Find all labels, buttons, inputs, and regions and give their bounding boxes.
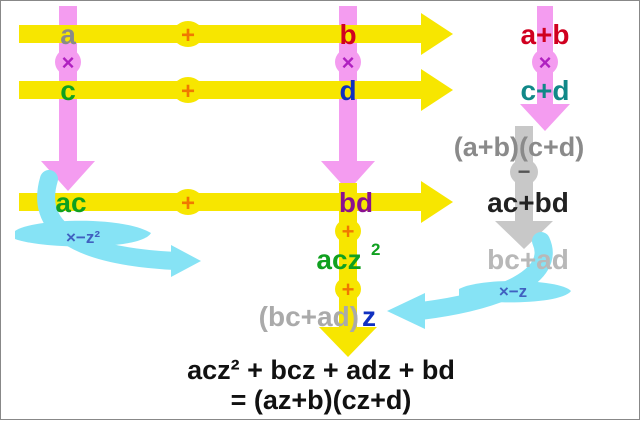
- op-plus-row2: +: [173, 77, 203, 105]
- yellow-shaft-row2: [19, 81, 427, 99]
- times-sign: ×: [342, 50, 355, 75]
- times-sign: ×: [62, 50, 75, 75]
- minus-sign: −: [518, 159, 531, 184]
- pink-head-left: [41, 161, 95, 191]
- cyan-arrow-right: [387, 232, 571, 329]
- cyan-bubble-right: [459, 280, 571, 303]
- label-a-plus-b: a+b: [520, 19, 569, 50]
- label-ac: ac: [55, 187, 86, 218]
- cyan-head-right: [387, 293, 425, 329]
- pink-head-middle: [321, 161, 375, 191]
- label-bcadz-z: z: [362, 301, 376, 332]
- label-c-plus-d: c+d: [520, 75, 569, 106]
- op-times-left: ×: [55, 49, 81, 75]
- label-b: b: [339, 19, 356, 50]
- plus-sign: +: [181, 190, 195, 217]
- result-line-2: = (az+b)(cz+d): [230, 385, 412, 415]
- op-plus-vertical-2: +: [335, 277, 361, 302]
- yellow-arrow-row1: [19, 13, 453, 55]
- cyan-arrow-left: [15, 170, 201, 277]
- yellow-head-row1: [421, 13, 453, 55]
- plus-sign: +: [342, 219, 355, 244]
- op-plus-row3: +: [173, 189, 203, 217]
- op-plus-row1: +: [173, 21, 203, 49]
- op-plus-vertical-1: +: [335, 219, 361, 244]
- op-times-middle: ×: [335, 49, 361, 75]
- label-d: d: [339, 75, 356, 106]
- yellow-head-vertical: [319, 327, 377, 357]
- label-bc-plus-ad: bc+ad: [487, 244, 569, 275]
- label-a: a: [60, 19, 76, 50]
- plus-sign: +: [342, 277, 355, 302]
- op-minus-grey: −: [510, 159, 538, 185]
- times-neg-z2-label: ×−z²: [66, 228, 100, 247]
- label-ac-plus-bd: ac+bd: [487, 187, 569, 218]
- yellow-shaft-row1: [19, 25, 427, 43]
- label-acz2-exponent: 2: [371, 240, 380, 259]
- label-acz2: acz 2: [316, 240, 380, 275]
- yellow-head-row3: [421, 181, 453, 223]
- op-times-right: ×: [532, 49, 558, 75]
- plus-sign: +: [181, 22, 195, 49]
- plus-sign: +: [181, 78, 195, 105]
- label-bcadz: (bc+ad) z: [259, 301, 376, 332]
- yellow-arrow-row2: [19, 69, 453, 111]
- yellow-shaft-row3: [19, 193, 427, 211]
- label-product: (a+b)(c+d): [454, 132, 585, 162]
- times-neg-z-label: ×−z: [499, 282, 527, 301]
- label-c: c: [60, 75, 76, 106]
- result-line-1: acz² + bcz + adz + bd: [187, 355, 455, 385]
- cyan-bubble-left: [15, 220, 151, 247]
- times-sign: ×: [539, 50, 552, 75]
- cyan-head-left: [171, 245, 201, 277]
- label-bcadz-paren: (bc+ad): [259, 301, 359, 332]
- label-acz2-base: acz: [316, 244, 361, 275]
- yellow-head-row2: [421, 69, 453, 111]
- pink-head-right: [520, 104, 570, 131]
- yellow-arrow-row3: [19, 181, 453, 223]
- grey-head: [495, 221, 553, 249]
- label-bd: bd: [339, 187, 373, 218]
